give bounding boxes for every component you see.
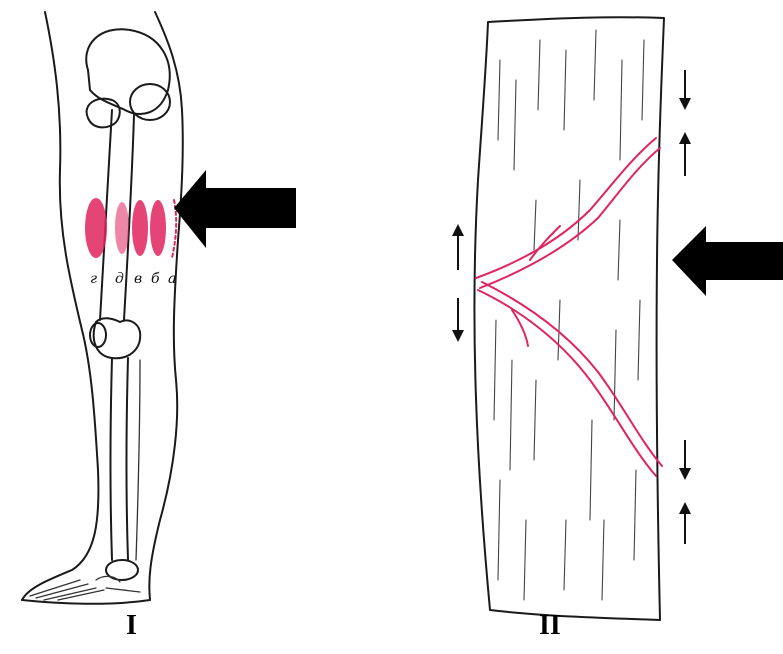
panel-label-i: I [126,610,137,642]
strip-vessels [476,138,662,476]
section-letter-d: д [115,271,124,287]
fibula [136,360,140,560]
muscle-section-d [115,202,129,254]
section-letter-v: в [134,271,142,287]
vessel-upper-inner [480,148,660,288]
panel-i-leg-drawing: г д в б а [22,12,296,604]
section-letter-a: а [168,271,176,287]
tibia-right [127,358,129,560]
muscle-section-v [132,200,148,256]
panel-label-ii: II [539,610,561,642]
vessel-upper [476,138,656,278]
patella [90,323,106,347]
vessel-lower [478,290,656,476]
foot-outline [22,600,150,604]
panel-ii-strip-drawing [458,17,783,620]
strip-outline [474,17,664,620]
leg-outline-right [149,12,182,600]
greater-trochanter [87,99,120,128]
muscle-section-b [150,200,166,256]
section-letter-b: б [151,271,160,287]
vessel-lower-inner [482,282,662,466]
vessel-lower-branch [512,310,528,346]
pointer-arrow-icon [672,226,783,296]
pelvis-bone [86,29,169,114]
section-letter-g: г [90,271,97,287]
strip-hatching [494,30,644,600]
leg-outline-left [22,12,98,600]
femoral-head [130,84,170,120]
tibia-left [111,358,113,560]
muscle-section-g [85,198,107,258]
pointer-arrow-icon [174,170,296,248]
